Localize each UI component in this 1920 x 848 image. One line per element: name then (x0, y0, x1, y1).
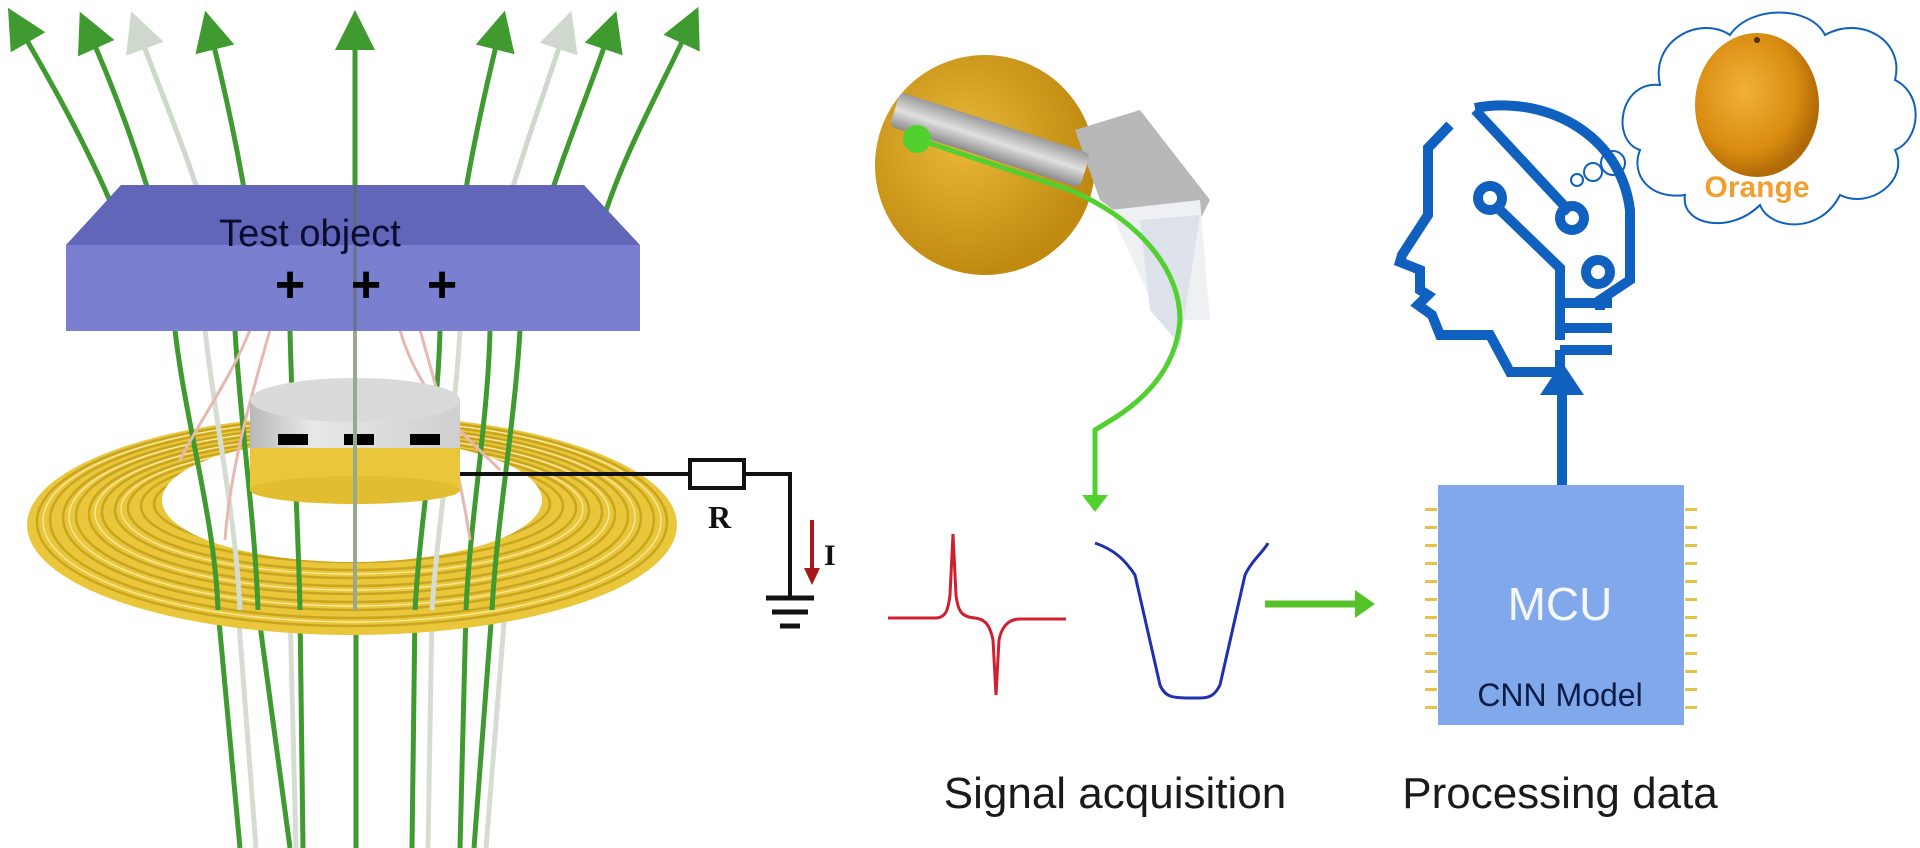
field-lines-lower (215, 609, 508, 848)
current-label: I (824, 539, 836, 572)
positive-charge: + (427, 256, 457, 314)
recognition-result-label: Orange (1704, 171, 1809, 204)
u-dip-waveform (1094, 541, 1270, 700)
positive-charge: + (275, 256, 305, 314)
resistor-label: R (708, 499, 732, 535)
thought-bubble: Orange (1570, 11, 1917, 226)
negative-charges (278, 434, 440, 445)
positive-charge: + (351, 256, 381, 314)
cnn-model-label: CNN Model (1477, 677, 1642, 713)
chip-pins-right (1685, 508, 1697, 709)
sensor-panel: Test object + + + R I (7, 6, 836, 848)
current-arrow-icon (804, 520, 820, 585)
test-object-slab: Test object + + + (66, 185, 640, 331)
signal-acquisition-caption: Signal acquisition (944, 769, 1286, 818)
resistor-icon (688, 458, 746, 490)
bipolar-pulse-waveform (888, 533, 1066, 696)
circuit (460, 458, 814, 629)
ai-head-icon (1393, 100, 1635, 377)
mcu-label: MCU (1508, 578, 1613, 630)
arrow-to-mcu (1265, 590, 1375, 618)
signal-waveforms: Signal acquisition (888, 533, 1375, 818)
mcu-chip: MCU CNN Model Processing data (1402, 485, 1718, 818)
gripper-illustration (875, 55, 1210, 512)
arrow-to-head (1540, 362, 1584, 485)
processing-data-caption: Processing data (1402, 769, 1718, 818)
chip-pins-left (1425, 508, 1437, 709)
orange-fruit-image (1695, 33, 1819, 177)
test-object-label: Test object (219, 213, 401, 255)
